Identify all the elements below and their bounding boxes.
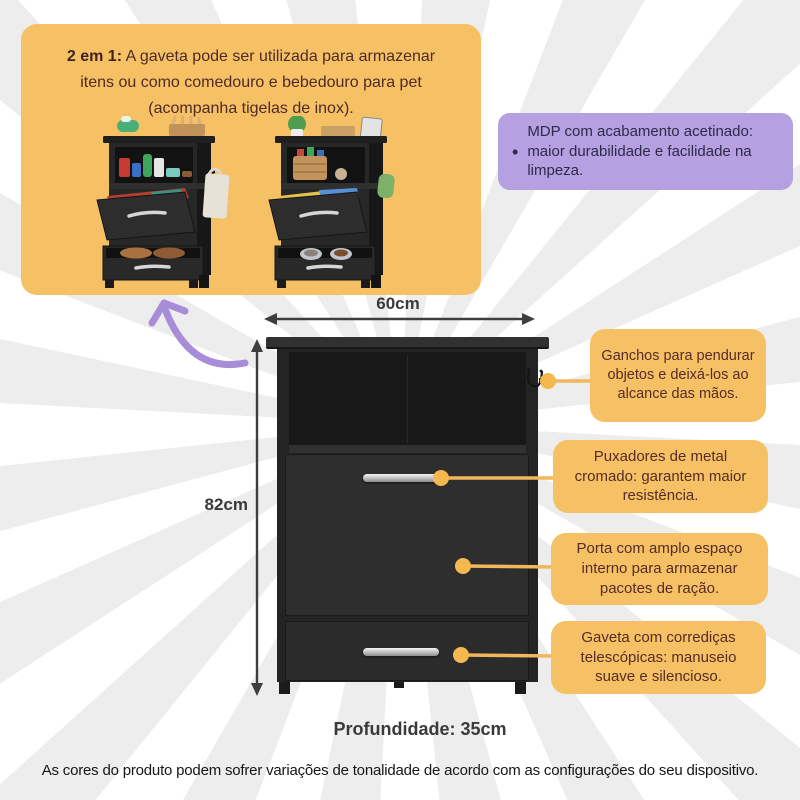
cabinet-shelf-edge	[289, 445, 526, 453]
basket-icon	[169, 124, 205, 136]
hero-panel: 2 em 1: A gaveta pode ser utilizada para…	[21, 24, 481, 295]
tray-icon	[321, 126, 355, 136]
tote-bag-icon	[202, 173, 230, 219]
callout-door: Porta com amplo espaço interno para arma…	[551, 533, 768, 605]
drawer-handle	[363, 648, 439, 656]
material-note: • MDP com acabamento acetinado: maior du…	[498, 113, 793, 190]
hero-title-bold: 2 em 1:	[66, 48, 123, 65]
product-photo-pet-feeder	[268, 116, 395, 288]
depth-dimension-label: Profundidade: 35cm	[333, 719, 507, 739]
width-dimension-arrow	[264, 313, 535, 325]
purple-arrow-icon	[148, 299, 249, 368]
cabinet-top-board	[266, 337, 549, 349]
cabinet-foot	[394, 682, 404, 688]
open-door-flap	[268, 191, 368, 241]
glove-icon	[377, 173, 395, 199]
open-door-flap	[96, 191, 196, 241]
plant-icon	[288, 116, 306, 133]
pet-bowls-icon	[300, 248, 352, 260]
cleaning-supplies-icon	[119, 154, 192, 177]
height-dimension-arrow	[251, 339, 263, 696]
bullet-icon: •	[512, 141, 519, 162]
bread-icon	[120, 247, 152, 259]
hero-title: 2 em 1: A gaveta pode ser utilizada para…	[21, 24, 481, 126]
iron-icon	[117, 120, 139, 132]
product-photo-storage	[96, 116, 230, 288]
color-disclaimer: As cores do produto podem sofrer variaçõ…	[41, 762, 759, 779]
callout-hooks: Ganchos para pendurar objetos e deixá-lo…	[590, 329, 766, 422]
height-dimension-label: 82cm	[204, 495, 248, 514]
material-note-text: MDP com acabamento acetinado: maior dura…	[527, 123, 753, 180]
wicker-basket-icon	[293, 147, 347, 180]
cabinet-foot	[515, 682, 526, 694]
callout-drawer: Gaveta com corrediças telescópicas: manu…	[551, 621, 766, 694]
hero-title-text: A gaveta pode ser utilizada para armazen…	[80, 48, 436, 117]
callout-handles: Puxadores de metal cromado: garantem mai…	[553, 440, 768, 513]
cabinet-foot	[279, 682, 290, 694]
door-handle	[363, 474, 439, 482]
width-dimension-label: 60cm	[376, 294, 420, 313]
cabinet-back-seam	[407, 355, 408, 443]
